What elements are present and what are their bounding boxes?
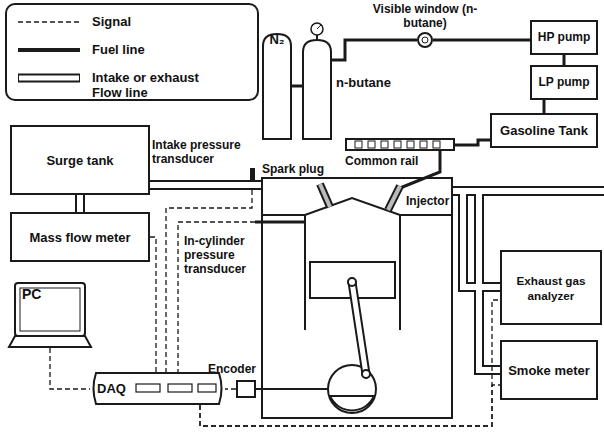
gas-cylinder: n-butane bbox=[302, 22, 332, 140]
rail-port bbox=[381, 141, 388, 148]
fuel-line bbox=[332, 40, 417, 60]
window-ring bbox=[418, 33, 432, 47]
exhaust-pipe bbox=[453, 188, 604, 194]
daq-slot bbox=[168, 384, 192, 392]
transducer-label: Intake pressure transducer bbox=[152, 138, 246, 166]
signal-wire bbox=[166, 190, 252, 372]
daq-slot bbox=[198, 384, 216, 392]
fuel-line bbox=[543, 100, 546, 113]
crank-pin bbox=[362, 370, 370, 378]
process-box: LP pump bbox=[530, 65, 598, 100]
exhaust-branch bbox=[479, 191, 501, 370]
node-label: Visible window (n-butane) bbox=[370, 2, 480, 30]
pressure-gauge bbox=[311, 23, 323, 35]
node-label: Surge tank bbox=[43, 153, 116, 168]
transducer-label: In-cylinder pressure transducer bbox=[184, 234, 258, 276]
signal-line bbox=[225, 388, 236, 389]
intake-pipe bbox=[148, 182, 261, 188]
laptop-base bbox=[9, 336, 91, 347]
piston-pin bbox=[348, 278, 356, 286]
process-box: HP pump bbox=[530, 20, 598, 55]
legend-text: Fuel line bbox=[92, 42, 222, 57]
fuel-line bbox=[455, 140, 490, 145]
node-label: HP pump bbox=[535, 30, 593, 45]
connecting-rod bbox=[352, 282, 366, 374]
node-label: N₂ bbox=[262, 32, 292, 47]
legend-sample bbox=[19, 76, 79, 81]
signal-wires bbox=[166, 190, 255, 372]
visible-window-outline bbox=[417, 32, 433, 48]
exhaust-branch bbox=[479, 191, 500, 370]
fuel-line bbox=[433, 39, 530, 42]
cylinder-body bbox=[263, 34, 291, 139]
counterweight bbox=[330, 396, 374, 410]
process-box: Mass flow meter bbox=[10, 212, 150, 262]
gas-cylinder-outline bbox=[302, 22, 332, 140]
cylinder-body bbox=[303, 40, 331, 139]
intake-pressure-transducer bbox=[250, 168, 255, 180]
intake-pipe bbox=[77, 193, 83, 213]
rail-port bbox=[433, 141, 440, 148]
part-label: Injector bbox=[406, 194, 449, 208]
crank-shaft bbox=[256, 388, 328, 390]
legend-frame bbox=[6, 4, 258, 100]
node-label: Smoke meter bbox=[505, 363, 593, 378]
legend-text: Intake or exhaust Flow line bbox=[92, 70, 222, 100]
rail-body bbox=[346, 139, 454, 150]
node-label: n-butane bbox=[336, 75, 391, 90]
node-label: Common rail bbox=[345, 154, 418, 168]
pc-laptop: PC bbox=[8, 282, 92, 348]
gauge-needle bbox=[317, 25, 321, 29]
gas-cylinder: N₂ bbox=[262, 32, 292, 140]
daq-slot bbox=[136, 384, 160, 392]
in-cylinder-pressure-transducer bbox=[255, 221, 305, 224]
legend-text: Signal bbox=[92, 14, 222, 29]
part-label: Spark plug bbox=[262, 162, 324, 176]
engine-block bbox=[262, 178, 452, 418]
node-label: Mass flow meter bbox=[26, 230, 133, 245]
node-label: Exhaust gas analyzer bbox=[502, 273, 600, 303]
daq-body bbox=[94, 373, 222, 404]
injector bbox=[388, 186, 400, 210]
rail-port bbox=[394, 141, 401, 148]
window-glass bbox=[422, 37, 428, 43]
screen-inner bbox=[20, 288, 80, 331]
signal-line bbox=[200, 300, 500, 426]
gas-cylinder-outline bbox=[262, 32, 292, 140]
signal-line bbox=[50, 348, 90, 389]
node-label: PC bbox=[22, 287, 41, 302]
rail-port bbox=[407, 141, 414, 148]
connecting-rod bbox=[352, 282, 366, 374]
rail-port bbox=[420, 141, 427, 148]
process-box: Exhaust gas analyzer bbox=[500, 250, 602, 325]
daq-unit: DAQ bbox=[90, 372, 225, 405]
encoder-box: Encoder bbox=[236, 380, 256, 398]
laptop-screen bbox=[15, 283, 85, 336]
common-rail: Common rail bbox=[345, 138, 455, 151]
injector bbox=[388, 186, 400, 210]
common-rail-outline bbox=[345, 138, 455, 151]
node-label: DAQ bbox=[97, 381, 126, 396]
legend-sample bbox=[18, 48, 80, 52]
process-box: Smoke meter bbox=[500, 340, 598, 400]
node-label: LP pump bbox=[535, 75, 592, 90]
rail-port bbox=[368, 141, 375, 148]
legend-sample bbox=[18, 21, 80, 23]
spark-plug bbox=[320, 184, 330, 207]
node-label: Gasoline Tank bbox=[497, 123, 591, 138]
fuel-line bbox=[292, 85, 302, 88]
rail-port bbox=[355, 141, 362, 148]
signal-line bbox=[150, 237, 156, 372]
fuel-line bbox=[563, 55, 566, 65]
legend-sample bbox=[18, 74, 80, 83]
process-box: Gasoline Tank bbox=[490, 113, 598, 148]
spark-plug bbox=[320, 184, 330, 207]
pc-laptop-outline bbox=[8, 282, 92, 348]
cylinder-wall bbox=[304, 215, 306, 330]
crank-disc bbox=[328, 365, 376, 413]
process-box: Surge tank bbox=[10, 125, 150, 195]
visible-window: Visible window (n-butane) bbox=[417, 32, 433, 48]
cylinder-wall bbox=[399, 215, 401, 330]
